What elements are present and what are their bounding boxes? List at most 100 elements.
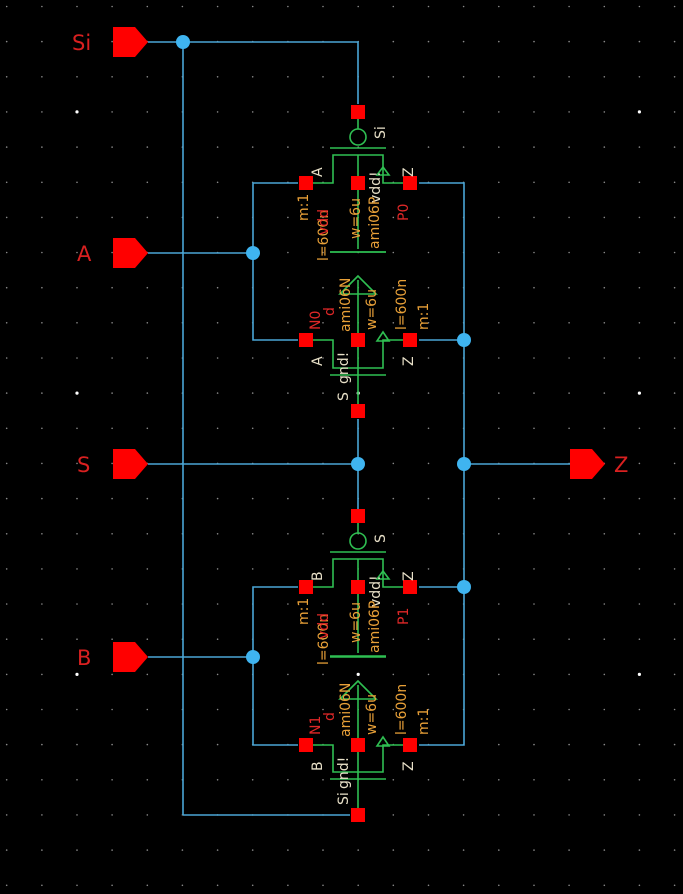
grid-dot: [533, 357, 535, 359]
source-terminal[interactable]: [299, 333, 313, 347]
grid-dot: [41, 181, 43, 184]
gate-terminal[interactable]: [351, 105, 365, 119]
junction-dot: [457, 333, 471, 347]
grid-dot: [462, 779, 465, 781]
drain-terminal[interactable]: [403, 738, 417, 752]
grid-dot: [498, 497, 500, 500]
wire-z-bottom[interactable]: [419, 586, 465, 746]
sub-label: vdd: [316, 613, 332, 639]
pin-z[interactable]: Z: [570, 449, 628, 479]
grid-dot: [462, 5, 465, 8]
gate-terminal[interactable]: [351, 509, 365, 523]
grid-dot: [41, 76, 43, 78]
grid-dot: [41, 568, 43, 570]
grid-dot: [146, 708, 149, 711]
grid-dot: [216, 603, 219, 605]
output-pin-shape[interactable]: [570, 449, 605, 479]
gate-terminal[interactable]: [351, 404, 365, 418]
grid-dot: [216, 638, 219, 640]
drain-label: Z: [401, 571, 417, 581]
drain-terminal[interactable]: [403, 333, 417, 347]
grid-dot: [673, 146, 676, 148]
wires: [148, 41, 570, 816]
wire-a-rail[interactable]: [252, 182, 298, 341]
grid-dot: [181, 849, 184, 851]
grid-dot: [111, 673, 113, 676]
pmos-bubble-icon: [349, 532, 367, 550]
input-pin-shape[interactable]: [113, 27, 148, 57]
input-pin-shape[interactable]: [113, 642, 148, 672]
grid-dot: [146, 849, 149, 851]
grid-dot: [568, 392, 570, 394]
grid-dot: [322, 638, 324, 640]
grid-dot: [216, 216, 219, 219]
pin-si[interactable]: Si: [72, 27, 148, 57]
input-pin-shape[interactable]: [113, 238, 148, 268]
length-label: l=600n: [316, 614, 332, 665]
grid-dot: [498, 216, 500, 219]
grid-dot: [111, 533, 113, 535]
grid-dot: [5, 427, 8, 430]
grid-dot: [251, 146, 254, 148]
grid-dot: [322, 5, 324, 8]
drain-terminal[interactable]: [403, 580, 417, 594]
bulk-terminal[interactable]: [351, 580, 365, 594]
junction-dot: [246, 246, 260, 260]
instance-label: N0: [308, 311, 324, 330]
bulk-terminal[interactable]: [351, 738, 365, 752]
bulk-terminal[interactable]: [351, 176, 365, 190]
grid-dot: [673, 673, 676, 676]
wire-si-top[interactable]: [148, 41, 359, 104]
wire-z-top[interactable]: [419, 182, 465, 341]
grid-dot: [392, 111, 395, 113]
grid-dot: [5, 673, 8, 676]
drain-terminal[interactable]: [403, 176, 417, 190]
source-terminal[interactable]: [299, 176, 313, 190]
grid-dot-major: [637, 672, 642, 677]
grid-dot: [216, 181, 219, 184]
grid-dot: [533, 76, 535, 78]
source-terminal[interactable]: [299, 580, 313, 594]
grid-dot: [568, 603, 570, 605]
grid-dot: [216, 286, 219, 289]
grid-dot: [5, 743, 8, 746]
grid-dot: [427, 251, 430, 254]
grid-dot: [673, 849, 676, 851]
grid-dot: [322, 286, 324, 289]
grid-dot: [673, 743, 676, 746]
grid-dot: [533, 814, 535, 816]
grid-dot: [638, 638, 641, 640]
grid-dot: [111, 884, 113, 887]
grid-dot: [287, 111, 289, 113]
grid-dot: [673, 5, 676, 8]
grid-dot: [533, 322, 535, 324]
grid-dot: [5, 76, 8, 78]
pin-s[interactable]: S: [77, 449, 148, 479]
grid-dot: [41, 40, 43, 43]
grid-dot: [287, 533, 289, 535]
grid-dot: [322, 849, 324, 851]
wire-b-rail[interactable]: [252, 586, 298, 746]
grid-dot: [287, 322, 289, 324]
grid-dot: [287, 427, 289, 430]
grid-dot: [427, 779, 430, 781]
grid-dot: [533, 603, 535, 605]
grid-dot: [533, 638, 535, 640]
source-terminal[interactable]: [299, 738, 313, 752]
bulk-terminal[interactable]: [351, 333, 365, 347]
pin-a[interactable]: A: [77, 238, 148, 268]
gate-terminal[interactable]: [351, 808, 365, 822]
gate-label: S: [336, 392, 352, 401]
grid-dot: [427, 638, 430, 640]
pin-b[interactable]: B: [77, 642, 148, 672]
grid-dot: [41, 146, 43, 148]
grid-dot: [533, 5, 535, 8]
pin-label: S: [77, 453, 90, 477]
input-pin-shape[interactable]: [113, 449, 148, 479]
grid-dot: [287, 286, 289, 289]
